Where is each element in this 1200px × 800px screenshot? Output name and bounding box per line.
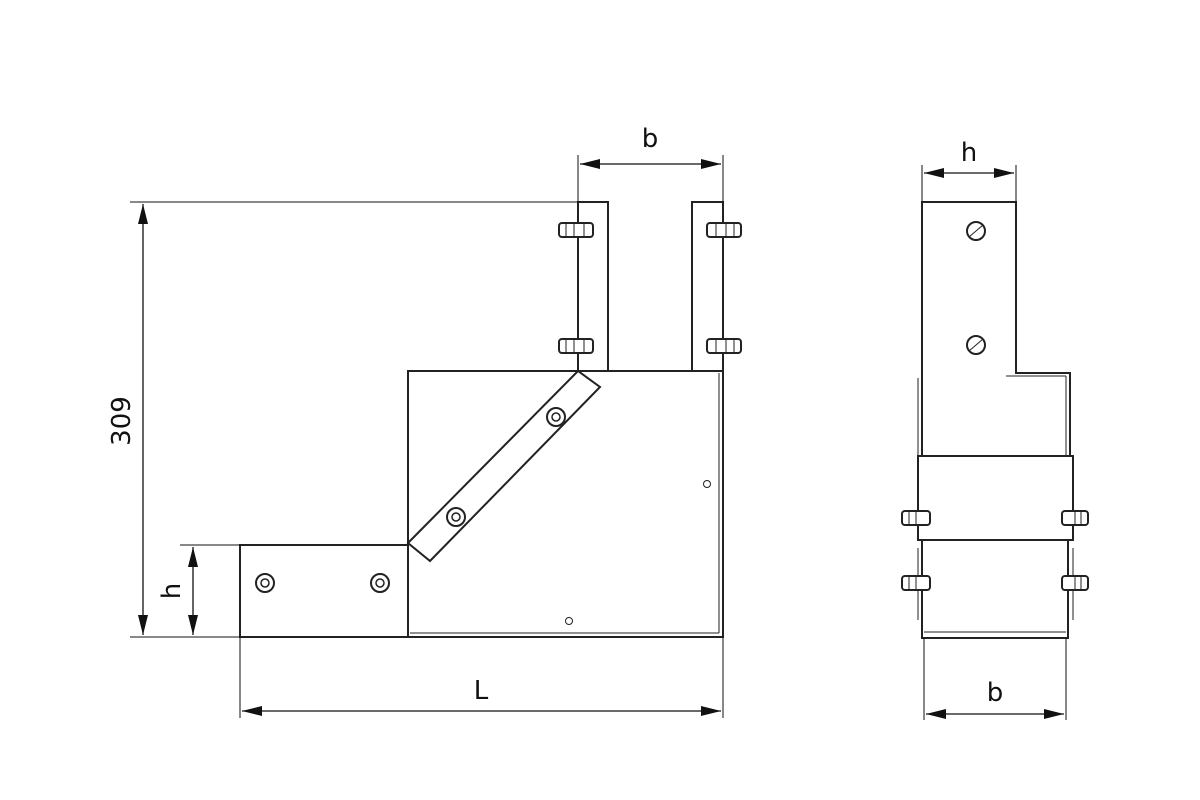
- hole: [703, 480, 711, 488]
- front-view: [239, 201, 742, 638]
- side-bolt: [706, 222, 742, 238]
- side-upper-plate: [921, 201, 1071, 457]
- length-dimension-label: L: [474, 676, 489, 706]
- side-top-dimension-label: h: [961, 138, 977, 168]
- bolt-head: [546, 407, 566, 427]
- hole: [565, 617, 573, 625]
- side-bolt: [558, 338, 594, 354]
- front-dimensions: 309 h L b: [107, 124, 724, 718]
- bolt-head: [255, 573, 275, 593]
- height-dimension-label: 309: [107, 396, 137, 446]
- side-bolt: [1061, 575, 1089, 591]
- top-width-dimension-label: b: [642, 124, 659, 154]
- side-bolt: [901, 510, 931, 526]
- side-bolt: [901, 575, 931, 591]
- side-bolt: [706, 338, 742, 354]
- side-bolt: [558, 222, 594, 238]
- h-dimension-label: h: [157, 583, 187, 599]
- bolt-head: [446, 507, 466, 527]
- side-lower-section: [921, 539, 1069, 639]
- slot-hole: [966, 221, 986, 241]
- side-coupling-band: [917, 455, 1074, 541]
- side-dimensions: h b: [921, 138, 1067, 720]
- side-bottom-dimension-label: b: [987, 678, 1004, 708]
- bolt-head: [370, 573, 390, 593]
- side-bolt: [1061, 510, 1089, 526]
- side-view: [901, 201, 1089, 639]
- slot-hole: [966, 335, 986, 355]
